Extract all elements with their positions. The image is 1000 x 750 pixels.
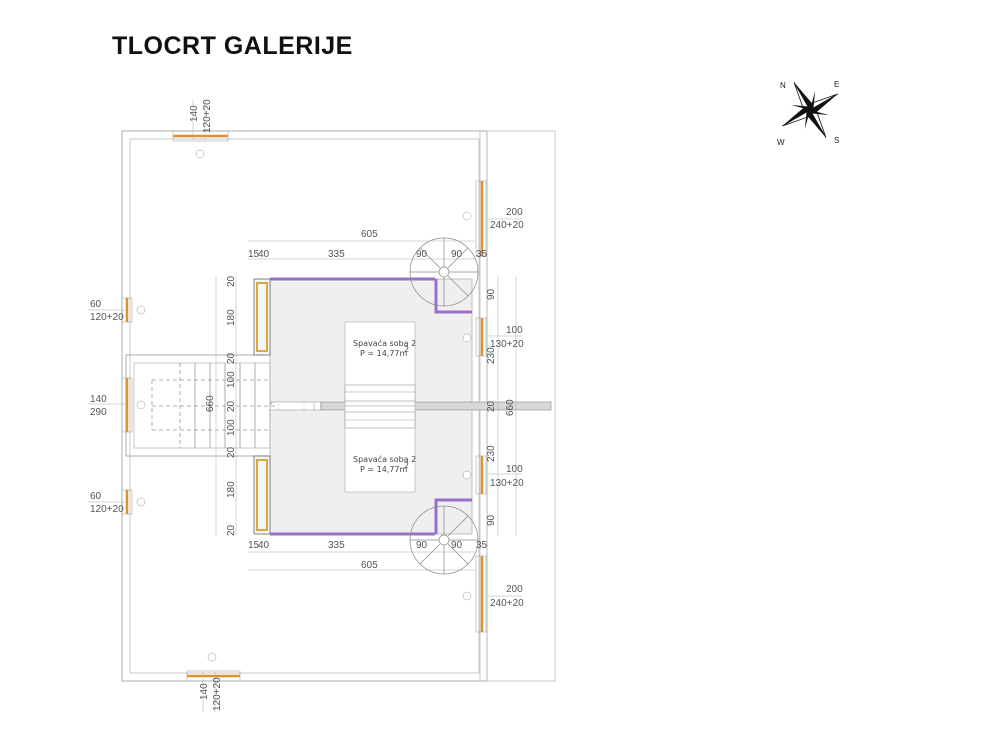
- lower-room-name: Spavaća soba 2: [353, 454, 416, 464]
- dim-upper-seg-3: 90: [416, 249, 428, 260]
- lower-room: [253, 405, 473, 536]
- dim-lower-seg-4: 90: [451, 540, 463, 551]
- dim-left-v-6: 20: [226, 446, 237, 458]
- spiral-stair-lower: [409, 505, 479, 575]
- dim-right-v-4: 90: [486, 514, 497, 526]
- dim-left-v-2: 20: [226, 352, 237, 364]
- page-title: TLOCRT GALERIJE: [112, 32, 353, 60]
- dim-right-bottom-b: 240+20: [490, 598, 524, 609]
- dim-left-v-0: 20: [226, 275, 237, 287]
- dim-left-v-4: 20: [226, 400, 237, 412]
- dim-lower-total: 605: [361, 560, 378, 571]
- dim-left-v-8: 20: [226, 524, 237, 536]
- window-frames: [121, 130, 487, 682]
- dim-lower-seg-3: 90: [416, 540, 428, 551]
- dim-left-v-5: 100: [226, 419, 237, 436]
- dim-lower-seg-0: 15: [248, 540, 260, 551]
- dim-upper-total: 605: [361, 229, 378, 240]
- dimension-lines: [88, 100, 522, 712]
- upper-room-area-sup: 2: [404, 345, 409, 354]
- dim-upper-seg-0: 15: [248, 249, 260, 260]
- dim-right-mid-lower-b: 130+20: [490, 478, 524, 489]
- dim-left-v-3: 100: [226, 371, 237, 388]
- dim-right-mid-upper-a: 100: [506, 325, 523, 336]
- dim-bottom-window-a: 140: [199, 683, 210, 700]
- dim-left-lower-a: 60: [90, 491, 102, 502]
- dim-right-top-a: 200: [506, 207, 523, 218]
- dim-right-v-1: 230: [486, 347, 497, 364]
- dim-lower-seg-1: 40: [258, 540, 270, 551]
- dim-upper-seg-2: 335: [328, 249, 345, 260]
- dim-left-mid-b: 290: [90, 407, 107, 418]
- dim-lower-seg-5: 35: [476, 540, 488, 551]
- dim-left-upper-b: 120+20: [90, 312, 124, 323]
- dim-upper-seg-5: 35: [476, 249, 488, 260]
- compass-e-label: E: [834, 80, 839, 89]
- dim-bottom-window-b: 120+20: [212, 677, 223, 711]
- upper-room: [253, 277, 473, 407]
- dim-right-v-3: 230: [486, 445, 497, 462]
- dim-lower-seg-2: 335: [328, 540, 345, 551]
- dim-upper-seg-4: 90: [451, 249, 463, 260]
- dim-right-total: 660: [505, 399, 516, 416]
- dim-left-v-1: 180: [226, 309, 237, 326]
- windows: [125, 134, 484, 678]
- lower-room-area-sup: 2: [404, 461, 409, 470]
- dim-left-total: 660: [205, 395, 216, 412]
- dim-left-lower-b: 120+20: [90, 504, 124, 515]
- upper-room-name: Spavaća soba 2: [353, 338, 416, 348]
- dim-top-window-a: 140: [189, 105, 200, 122]
- dim-right-mid-lower-a: 100: [506, 464, 523, 475]
- compass-w-label: W: [777, 138, 785, 147]
- dim-right-v-2: 20: [486, 400, 497, 412]
- window-tags: [136, 149, 472, 662]
- compass-n-label: N: [780, 81, 786, 90]
- compass-rose: N E S W: [777, 80, 839, 147]
- dim-left-mid-a: 140: [90, 394, 107, 405]
- dim-top-window-b: 120+20: [202, 99, 213, 133]
- dim-right-bottom-a: 200: [506, 584, 523, 595]
- dim-right-mid-upper-b: 130+20: [490, 339, 524, 350]
- dim-left-upper-a: 60: [90, 299, 102, 310]
- dim-left-v-7: 180: [226, 481, 237, 498]
- spiral-stair-upper: [409, 237, 479, 307]
- lower-room-area: P = 14,77m: [360, 465, 408, 474]
- dim-right-v-0: 90: [486, 288, 497, 300]
- dim-right-top-b: 240+20: [490, 220, 524, 231]
- upper-room-area: P = 14,77m: [360, 349, 408, 358]
- dim-upper-seg-1: 40: [258, 249, 270, 260]
- compass-s-label: S: [834, 136, 839, 145]
